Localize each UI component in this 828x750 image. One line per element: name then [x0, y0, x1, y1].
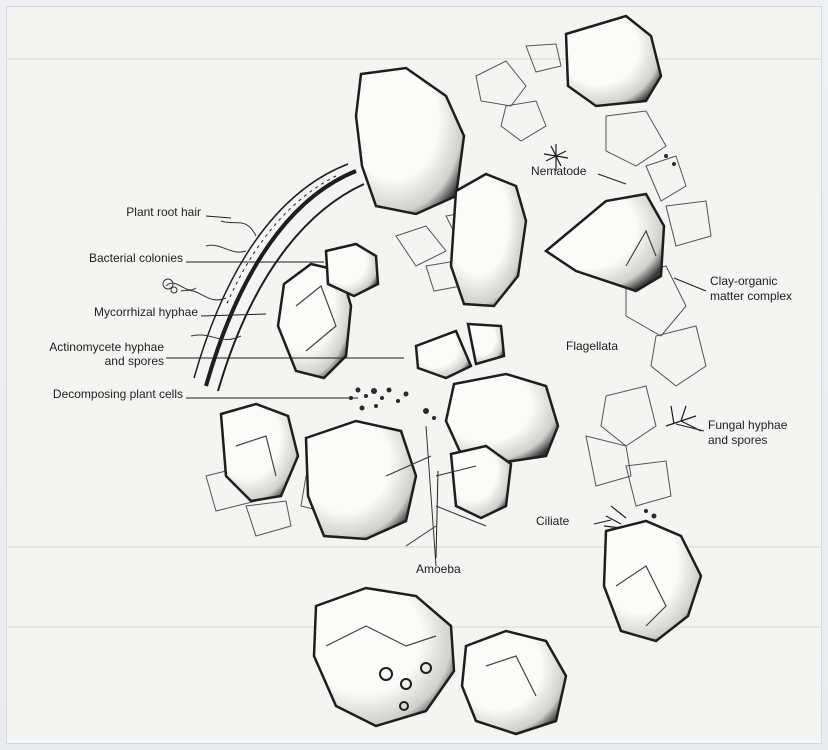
label-ciliate: Ciliate [536, 514, 569, 528]
label-mycorrhizal-hyphae: Mycorrhizal hyphae [26, 305, 198, 319]
sand-particle [416, 331, 471, 378]
label-actinomycete-line2: and spores [26, 354, 164, 368]
ciliate-icon [604, 506, 626, 528]
label-fungal-line1: Fungal hyphae [708, 418, 787, 432]
sand-particle [451, 446, 511, 518]
label-amoeba: Amoeba [416, 562, 461, 576]
sand-particle [451, 174, 526, 306]
sand-particle [446, 374, 558, 462]
sand-particle [468, 324, 504, 364]
scanned-page: Plant root hair Bacterial colonies Mycor… [6, 6, 822, 744]
sand-particle [306, 421, 416, 539]
label-fungal-line2: and spores [708, 433, 767, 447]
sand-particles [221, 16, 701, 734]
sand-particle [356, 68, 464, 214]
soil-microorganism-diagram [6, 6, 822, 744]
label-clay-organic-line1: Clay-organic [710, 274, 777, 288]
label-decomposing-plant-cells: Decomposing plant cells [6, 387, 183, 401]
sand-particle [462, 631, 566, 734]
sand-particle [604, 521, 701, 641]
sand-particle [221, 404, 298, 501]
label-actinomycete-line1: Actinomycete hyphae [26, 340, 164, 354]
label-plant-root-hair: Plant root hair [46, 205, 201, 219]
sand-particle [314, 588, 454, 726]
label-clay-organic-line2: matter complex [710, 289, 792, 303]
sand-particle [546, 194, 664, 291]
sand-particle [566, 16, 661, 106]
fungal-hyphae-icon [666, 406, 701, 431]
label-bacterial-colonies: Bacterial colonies [26, 251, 183, 265]
label-nematode: Nematode [531, 164, 586, 178]
label-flagellata: Flagellata [566, 339, 618, 353]
